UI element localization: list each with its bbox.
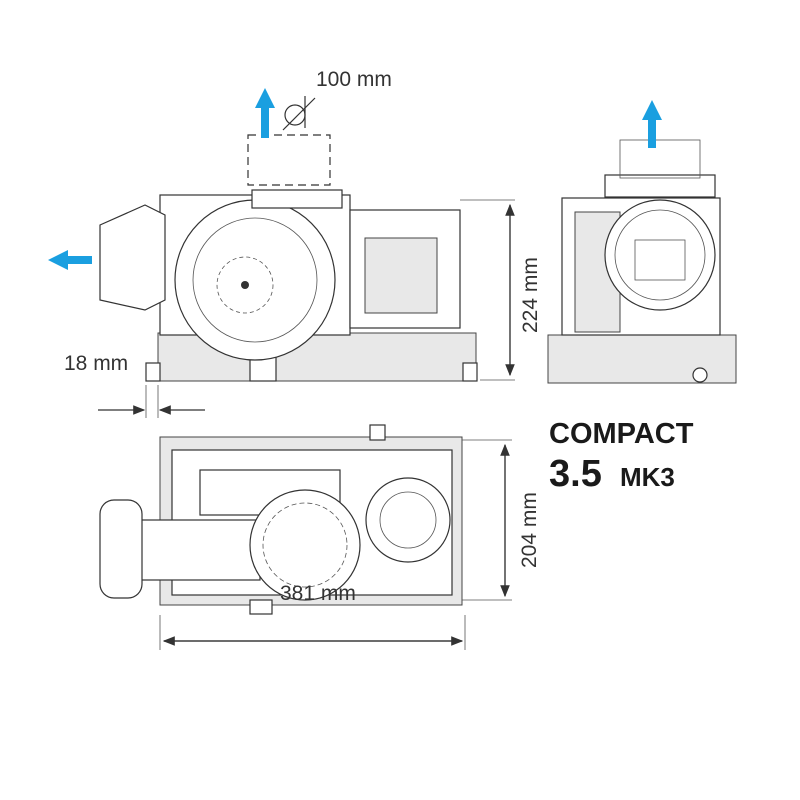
- side-view: 100 mm 224 mm 18 mm: [48, 68, 542, 418]
- foot: [145, 362, 161, 382]
- height-label: 224 mm: [519, 257, 542, 333]
- top-view: 204 mm 381 mm: [99, 424, 541, 650]
- flange-offset-label: 18 mm: [64, 352, 128, 375]
- product-line: COMPACT: [549, 418, 694, 450]
- outlet-duct: [99, 204, 166, 311]
- arrow-icon: [48, 250, 92, 270]
- drain: [692, 367, 708, 383]
- product-suffix: MK3: [620, 462, 675, 492]
- compressor: [365, 477, 451, 563]
- duct-collar: [619, 139, 701, 179]
- arrow-icon: [642, 100, 662, 148]
- fan-outlet: [249, 489, 361, 601]
- depth-label: 204 mm: [518, 492, 541, 568]
- fan-housing: [139, 519, 261, 581]
- hub: [241, 281, 249, 289]
- foot: [462, 362, 478, 382]
- fan-outlet: [604, 199, 716, 311]
- compressor: [364, 237, 438, 314]
- fan-wheel: [174, 199, 336, 361]
- arrow-icon: [255, 88, 275, 138]
- end-view: [547, 100, 737, 384]
- top-bracket: [251, 189, 343, 209]
- outlet-duct: [99, 499, 143, 599]
- length-label: 381 mm: [280, 582, 356, 605]
- product-model: 3.5: [549, 453, 602, 495]
- duct-outline: [247, 134, 331, 186]
- duct-diameter-label: 100 mm: [316, 68, 392, 91]
- diameter-symbol-icon: [284, 104, 306, 126]
- flange: [604, 174, 716, 198]
- base-tray: [547, 334, 737, 384]
